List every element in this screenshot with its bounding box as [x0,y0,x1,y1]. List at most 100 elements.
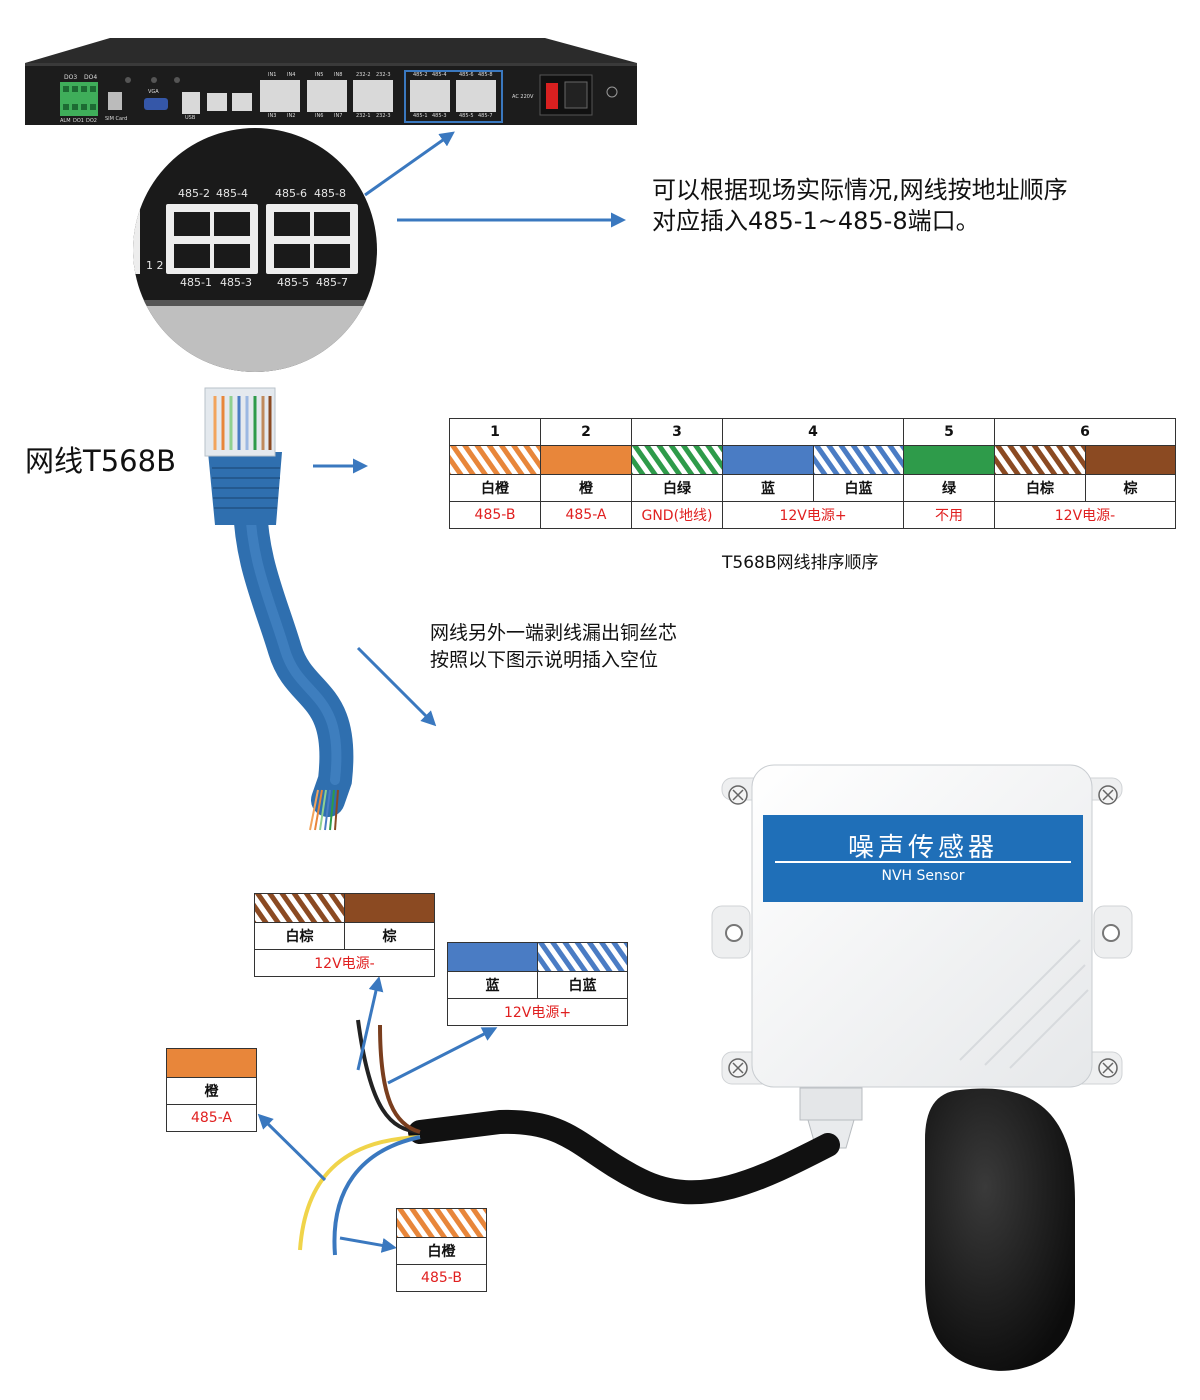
arrow-zoom [364,131,455,197]
swatch-white-brown [255,894,344,922]
color-name: 白棕 [994,474,1086,502]
highlight-box [404,70,503,123]
pin-function: 不用 [903,501,995,529]
color-name: 橙 [166,1077,257,1105]
color-name: 蓝 [722,474,814,502]
color-name: 蓝 [447,971,538,999]
panel-label: 232-2 [356,72,371,78]
wire-label-brown-pair: 白棕 棕 12V电源- [254,893,435,977]
panel-label: VGA [148,89,159,95]
pin-number: 3 [631,418,723,446]
wire-function: 12V电源+ [447,998,628,1026]
pin-number: 2 [540,418,632,446]
panel-label: IN1 [268,72,277,78]
panel-label: IN6 [315,113,324,119]
usb-port-icon [182,92,200,114]
pin-number: 1 [449,418,541,446]
swatch-brown [344,893,435,923]
swatch-brown [1085,445,1176,475]
pin-number: 6 [994,418,1176,446]
panel-label: 485-8 [478,72,493,78]
pin-function: 485-B [449,501,541,529]
color-name: 橙 [540,474,632,502]
swatch-orange [540,445,632,475]
instruction-top-line2: 对应插入485-1~485-8端口。 [652,207,980,235]
rj45-port-group [260,80,496,112]
port-label: 485-7 [316,276,348,289]
microphone-foam [925,1088,1075,1371]
pin-function: 485-A [540,501,632,529]
panel-label: 232-1 [356,113,371,119]
device-title: 噪声传感器 [847,833,998,863]
swatch-white-brown [995,446,1085,474]
t568b-table: 1 2 3 4 5 6 白橙 橙 白绿 蓝 白蓝 绿 白棕 棕 485-B 48… [449,418,1176,529]
sensor-label-panel [763,815,1083,902]
panel-label: IN4 [287,72,296,78]
panel-label: IN2 [287,113,296,119]
swatch-white-green [632,446,722,474]
color-name: 白蓝 [813,474,904,502]
panel-label: AC 220V [512,94,534,100]
panel-label: DO4 [84,74,98,81]
arrow-bottom [356,646,437,727]
port-label: 485-2 [178,187,210,200]
color-name: 白绿 [631,474,723,502]
swatch-green [903,445,995,475]
panel-label: 485-6 [459,72,474,78]
ground-icon [606,86,618,98]
device-subtitle: NVH Sensor [881,868,965,884]
port-label: 485-5 [277,276,309,289]
panel-label: DO3 [64,74,78,81]
panel-label: ALM [60,118,71,124]
panel-label: 232-3 [376,72,391,78]
port-label: 485-1 [180,276,212,289]
table-row-functions: 485-B 485-A GND(地线) 12V电源+ 不用 12V电源- [449,501,1176,529]
rj45-cable [204,387,354,831]
swatch-blue [447,942,538,972]
panel-label: IN7 [334,113,343,119]
panel-label: 232-3 [376,113,391,119]
wire-function: 485-B [396,1264,487,1292]
instruction-top-line1: 可以根据现场实际情况,网线按地址顺序 [652,176,1068,204]
wire-function: 485-A [166,1104,257,1132]
port-label: 1 2 [146,259,164,272]
screw-icon [728,785,1118,1078]
wire-function: 12V电源- [254,949,435,977]
table-row-names: 白橙 橙 白绿 蓝 白蓝 绿 白棕 棕 [449,474,1176,502]
wire-label-blue-pair: 蓝 白蓝 12V电源+ [447,942,628,1026]
panel-label: 485-7 [478,113,493,119]
color-name: 白橙 [449,474,541,502]
vga-port-icon [144,98,168,110]
wire-arrows [257,976,498,1253]
swatch-white-blue [538,943,627,971]
noise-sensor [711,764,1133,1371]
swatch-white-blue [814,446,903,474]
sim-slot-icon [108,92,122,110]
color-name: 棕 [344,922,435,950]
panel-label: IN5 [315,72,324,78]
color-name: 棕 [1085,474,1176,502]
table-row-swatches [449,445,1176,475]
table-row-numbers: 1 2 3 4 5 6 [449,418,1176,446]
panel-label: 485-4 [432,72,447,78]
pin-number: 4 [722,418,904,446]
panel-label: 485-1 [413,113,428,119]
instruction-middle-line1: 网线另外一端剥线漏出铜丝芯 [430,622,678,644]
color-name: 白棕 [254,922,345,950]
pin-function: 12V电源- [994,501,1176,529]
port-label: 485-4 [216,187,248,200]
table-caption: T568B网线排序顺序 [722,553,879,573]
wire-label-white-orange: 白橙 485-B [396,1208,487,1292]
port-zoom [133,128,377,372]
instruction-middle-line2: 按照以下图示说明插入空位 [430,649,659,671]
color-name: 绿 [903,474,995,502]
power-socket-icon [564,81,588,109]
rack-device [25,38,637,125]
color-name: 白橙 [396,1237,487,1265]
panel-label: SIM Card [105,116,128,122]
wire-label-orange: 橙 485-A [166,1048,257,1132]
panel-label: DO1 [73,118,84,124]
port-label: 485-8 [314,187,346,200]
swatch-blue [722,445,814,475]
